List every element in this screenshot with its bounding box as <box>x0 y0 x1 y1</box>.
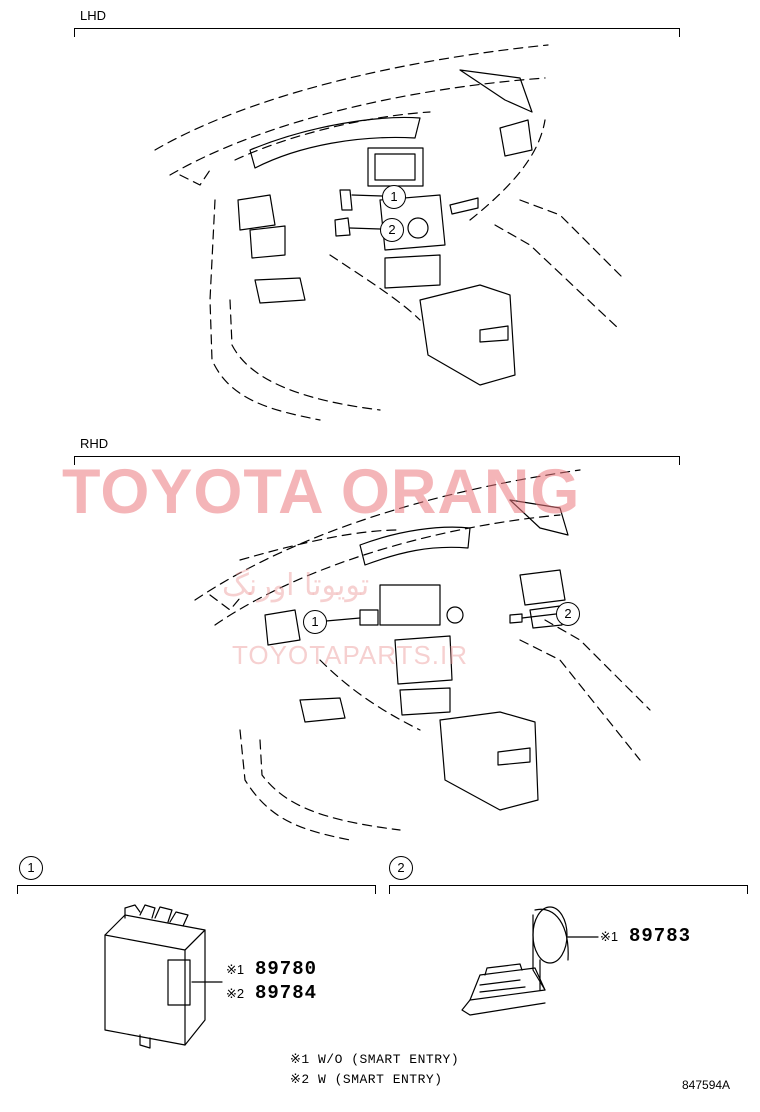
detail-2-mark-1: ※1 <box>600 929 619 944</box>
rhd-section-bracket <box>74 456 680 465</box>
detail-2-part-drawing <box>461 906 599 1016</box>
lhd-section-bracket <box>74 28 680 37</box>
lhd-dashboard-drawing <box>154 44 626 421</box>
detail-1-bracket <box>17 885 376 894</box>
lhd-callout-1: 1 <box>382 185 406 209</box>
watermark-persian: تویوتا اورنگ <box>222 568 370 603</box>
part-number-89780: 89780 <box>255 958 318 980</box>
detail-1-mark-2: ※2 <box>226 986 245 1001</box>
detail-1-part-drawing <box>104 904 223 1049</box>
part-number-89784: 89784 <box>255 982 318 1004</box>
footnote-1: ※1 W/O (SMART ENTRY) <box>290 1052 460 1067</box>
lhd-section-label: LHD <box>80 8 107 23</box>
footnote-2: ※2 W (SMART ENTRY) <box>290 1072 443 1087</box>
watermark-title: TOYOTA ORANG <box>62 457 581 527</box>
rhd-section-label: RHD <box>80 436 109 451</box>
lhd-callout-2: 2 <box>380 218 404 242</box>
detail-2-bracket <box>389 885 748 894</box>
rhd-dashboard-drawing <box>194 469 651 841</box>
detail-1-index-marker: 1 <box>19 856 43 880</box>
figure-id: 847594A <box>682 1078 731 1092</box>
detail-1-mark-1: ※1 <box>226 962 245 977</box>
part-number-89783: 89783 <box>629 925 692 947</box>
rhd-callout-2: 2 <box>556 602 580 626</box>
watermark-url: TOYOTAPARTS.IR <box>232 640 469 670</box>
rhd-callout-1: 1 <box>303 610 327 634</box>
detail-2-index-marker: 2 <box>389 856 413 880</box>
